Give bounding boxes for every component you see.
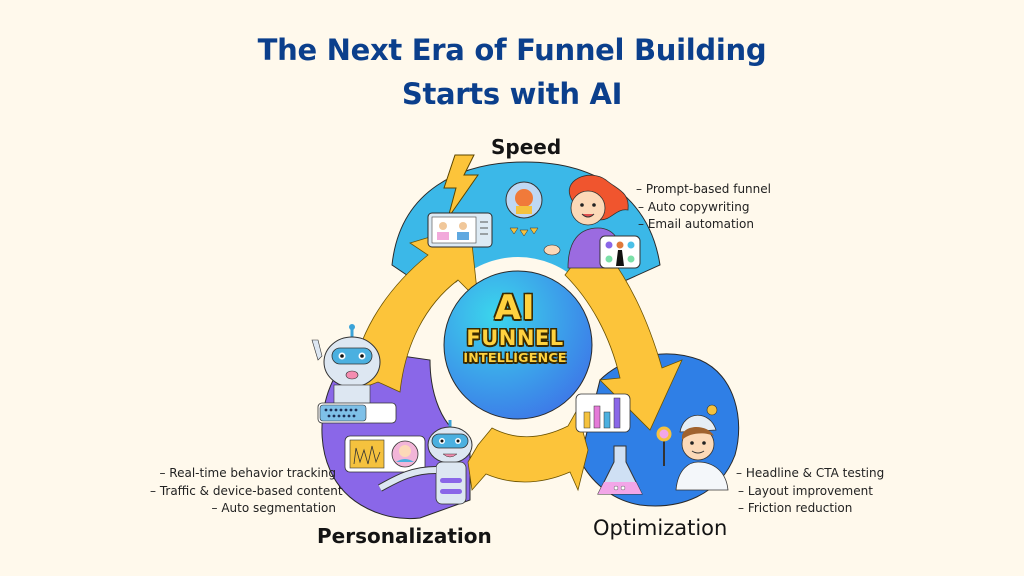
- stage-label-optimization: Optimization: [593, 516, 728, 540]
- title-line-2: Starts with AI: [401, 77, 623, 111]
- bar-chart-card-icon: [575, 393, 631, 433]
- speed-bullet-list: – Prompt-based funnel – Auto copywriting…: [636, 181, 771, 234]
- personalization-bullet: – Traffic & device-based content: [150, 483, 343, 498]
- arrow-personalization-to-speed: [351, 224, 479, 393]
- optimization-bullet: – Layout improvement: [738, 483, 873, 498]
- arrow-bottom-connector: [467, 408, 589, 492]
- video-call-card-icon: [427, 212, 493, 248]
- center-line-ai: AI: [494, 288, 536, 328]
- optimization-bullet: – Headline & CTA testing: [736, 466, 885, 480]
- optimization-bullet: – Friction reduction: [738, 501, 853, 515]
- lightning-bolt-icon: [443, 154, 479, 219]
- center-line-intelligence: INTELLIGENCE: [463, 350, 567, 365]
- app-grid-badge-icon: [599, 235, 641, 269]
- center-circle: [443, 270, 593, 420]
- personalization-bullet: – Real-time behavior tracking: [159, 466, 336, 480]
- robot-avatar-badge-icon: [505, 181, 543, 237]
- stage-label-personalization: Personalization: [317, 524, 492, 548]
- stage-label-speed: Speed: [491, 135, 562, 159]
- center-line-funnel: FUNNEL: [466, 326, 564, 350]
- pointing-robot-illustration: [378, 420, 473, 505]
- speed-bullet: – Prompt-based funnel: [636, 182, 771, 196]
- arrow-speed-to-optimization: [564, 239, 683, 431]
- personalization-bullet: – Auto segmentation: [211, 501, 336, 515]
- speed-bullet: – Auto copywriting: [638, 199, 750, 214]
- optimization-bullet-list: – Headline & CTA testing – Layout improv…: [736, 465, 884, 518]
- personalization-bullet-list: – Real-time behavior tracking – Traffic …: [150, 465, 343, 518]
- scientist-boy-illustration: [656, 404, 729, 491]
- girl-character-illustration: [543, 174, 629, 269]
- speed-bullet: – Email automation: [638, 217, 754, 231]
- page-title: The Next Era of Funnel Building Starts w…: [0, 28, 1024, 116]
- chart-profile-card-icon: [344, 435, 426, 473]
- keyboard-panel-icon: [317, 402, 397, 424]
- lab-flask-icon: [597, 445, 643, 495]
- waving-robot-illustration: [311, 324, 381, 406]
- center-title: AI FUNNEL INTELLIGENCE: [440, 290, 590, 366]
- title-line-1: The Next Era of Funnel Building: [257, 33, 767, 67]
